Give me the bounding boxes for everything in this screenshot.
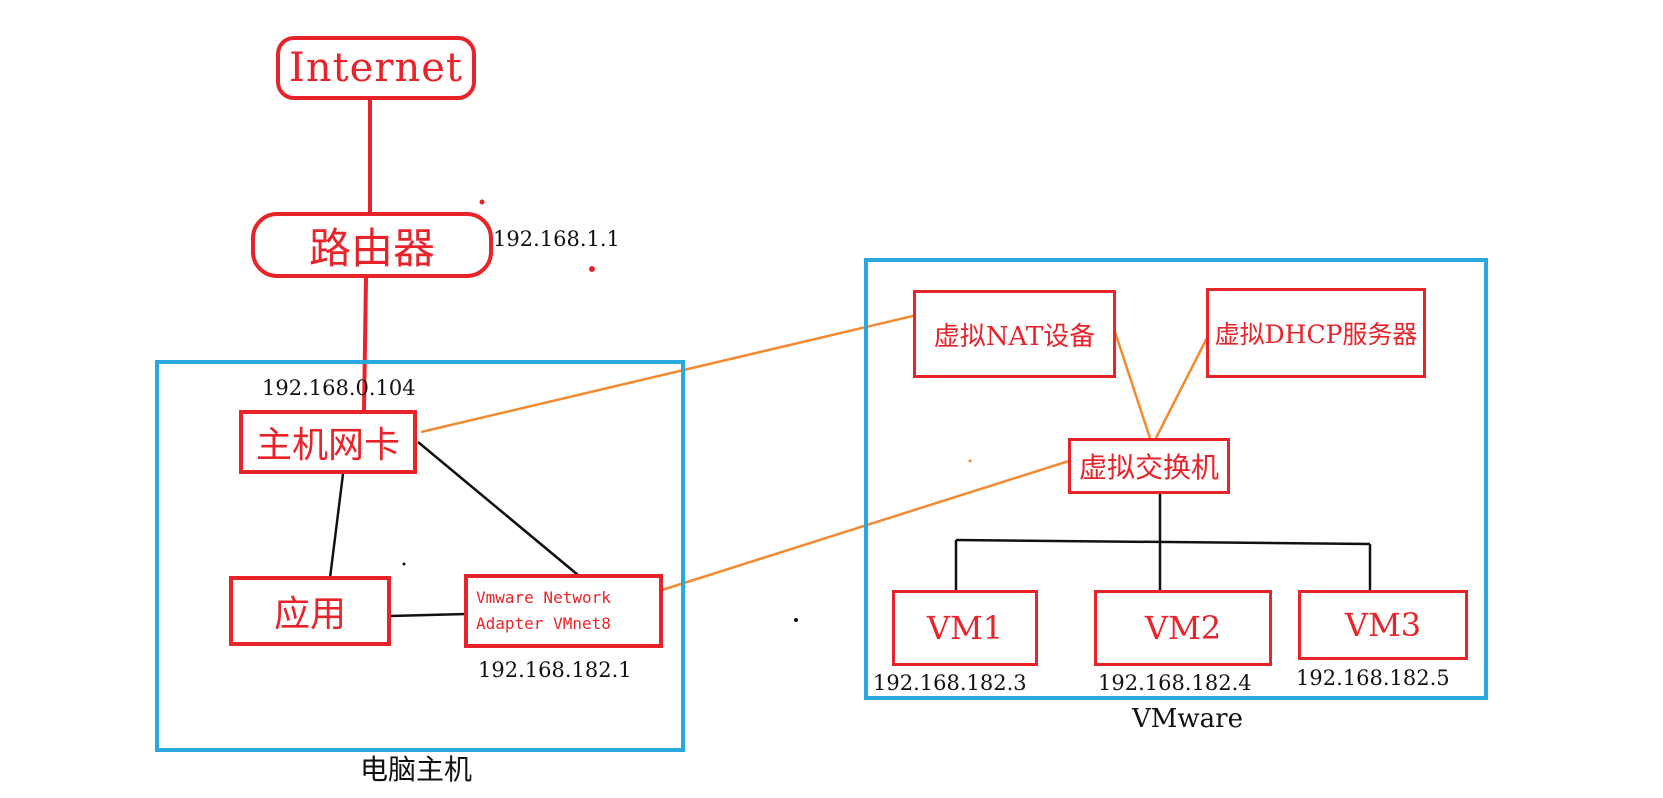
vm1-label: VM1 [926, 609, 1004, 647]
vmware-container-label: VMware [1132, 704, 1243, 734]
host-container [155, 360, 685, 752]
vmnet8-node: Vmware Network Adapter VMnet8 [464, 574, 663, 648]
router-label: 路由器 [308, 223, 435, 273]
stray-dot [479, 199, 485, 205]
dhcp-label: 虚拟DHCP服务器 [1214, 320, 1418, 349]
vm3-node: VM3 [1298, 590, 1468, 660]
vmnet8-ip: 192.168.182.1 [478, 658, 632, 682]
link-dhcp-vswitch [1154, 327, 1214, 439]
vmnet8-label-line2: Adapter VMnet8 [476, 614, 611, 633]
vm1-ip: 192.168.182.3 [873, 671, 1027, 695]
internet-node: Internet [276, 36, 476, 100]
app-node: 应用 [229, 576, 391, 646]
link-nat-vswitch [1113, 331, 1152, 439]
stray-dot [589, 266, 595, 272]
vswitch-node: 虚拟交换机 [1068, 438, 1230, 494]
vmware-container [864, 258, 1488, 700]
app-label: 应用 [273, 594, 346, 635]
vm2-node: VM2 [1094, 590, 1272, 666]
link-app-vmnet8 [389, 612, 467, 618]
link-hostnic-app [328, 473, 345, 579]
host-nic-label: 主机网卡 [255, 425, 400, 466]
host-nic-node: 主机网卡 [239, 410, 417, 474]
stray-dot [402, 562, 406, 566]
link-router-hostnic [362, 277, 368, 411]
vm1-node: VM1 [892, 590, 1038, 666]
link-hostnic-vmnet8 [417, 441, 579, 576]
internet-label: Internet [289, 45, 463, 91]
nat-node: 虚拟NAT设备 [913, 290, 1116, 378]
router-node: 路由器 [251, 212, 493, 278]
vm2-label: VM2 [1144, 609, 1222, 647]
vm3-label: VM3 [1344, 606, 1422, 644]
vswitch-label: 虚拟交换机 [1078, 451, 1219, 484]
link-switch-bus [955, 538, 1371, 546]
vm2-ip: 192.168.182.4 [1098, 671, 1252, 695]
vmnet8-label-line1: Vmware Network [476, 588, 611, 607]
router-ip: 192.168.1.1 [493, 227, 620, 251]
link-hostnic-nat [420, 313, 918, 434]
host-nic-ip: 192.168.0.104 [262, 376, 416, 400]
nat-label: 虚拟NAT设备 [933, 321, 1096, 352]
stray-dot [794, 618, 798, 622]
dhcp-node: 虚拟DHCP服务器 [1206, 288, 1426, 378]
host-container-label: 电脑主机 [360, 753, 473, 786]
vm3-ip: 192.168.182.5 [1296, 666, 1450, 690]
stray-dot [968, 459, 972, 463]
